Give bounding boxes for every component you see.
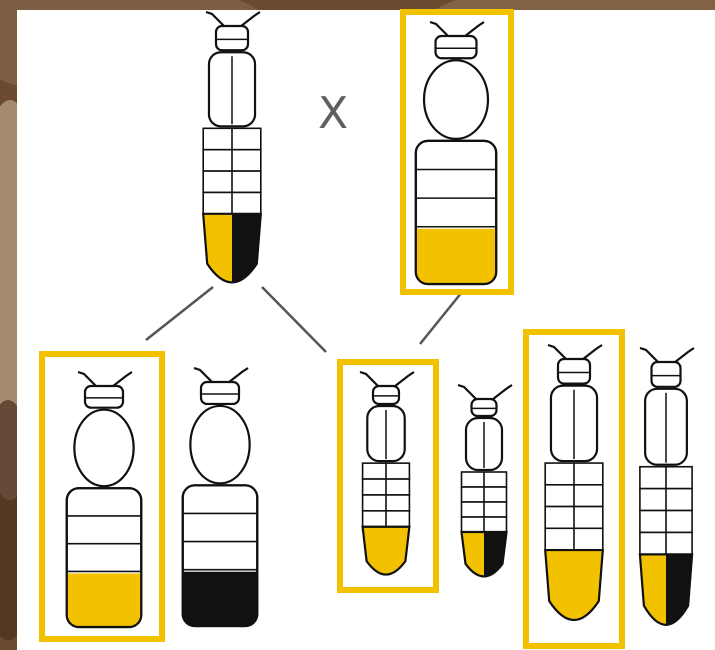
- tip-yellow: [363, 527, 410, 575]
- cross-connector-lines: [146, 287, 462, 352]
- thorax: [190, 406, 249, 483]
- tip-black: [183, 572, 257, 626]
- thorax: [74, 410, 133, 487]
- connector-line: [420, 292, 462, 344]
- offspring-1-figure: [67, 372, 141, 627]
- head: [373, 386, 399, 404]
- head: [436, 36, 477, 58]
- head: [652, 362, 681, 387]
- connector-line: [146, 287, 213, 340]
- head: [558, 359, 590, 384]
- thorax: [424, 60, 488, 139]
- cross-symbol: X: [318, 92, 348, 136]
- head: [216, 26, 248, 50]
- head: [472, 399, 497, 416]
- parent-female-figure: [416, 22, 496, 284]
- tip-yellow: [545, 550, 603, 620]
- head: [85, 386, 123, 408]
- offspring-3-figure: [360, 372, 414, 575]
- offspring-6-figure: [640, 348, 694, 646]
- connector-line: [262, 287, 326, 352]
- tip-yellow: [67, 573, 141, 627]
- tip-yellow: [416, 229, 496, 284]
- head: [201, 382, 239, 404]
- offspring-5-figure: [545, 345, 603, 620]
- offspring-4-figure: [458, 385, 512, 591]
- parent-male-figure: [203, 12, 261, 303]
- offspring-2-figure: [183, 368, 257, 626]
